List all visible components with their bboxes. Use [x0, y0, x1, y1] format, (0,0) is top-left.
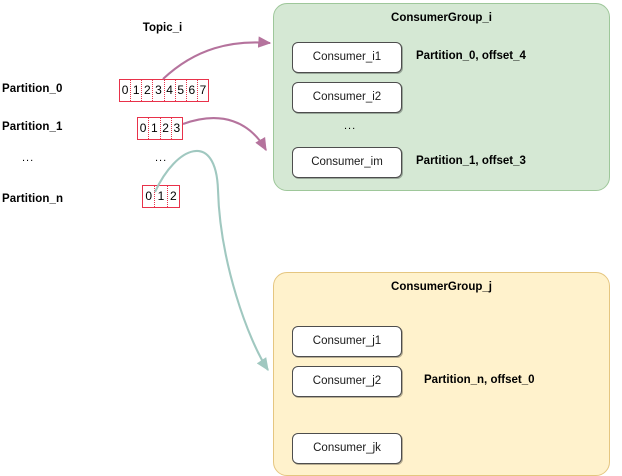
assignment-label-partition-n: Partition_n, offset_0 — [424, 374, 535, 386]
partition-strip-1: 0 1 2 3 — [137, 117, 183, 140]
consumer-box-i2[interactable]: Consumer_i2 — [292, 82, 402, 113]
partition-cell: 2 — [161, 118, 172, 139]
partition-label-n: Partition_n — [2, 193, 64, 205]
partition-strip-ellipsis: ... — [155, 152, 168, 164]
partition-cell: 7 — [199, 83, 207, 97]
partition-cell: 1 — [155, 186, 168, 207]
consumer-box-i1[interactable]: Consumer_i1 — [292, 42, 402, 73]
partition-strip-n: 0 1 2 — [142, 185, 180, 208]
assignment-label-partition-1: Partition_1, offset_3 — [416, 155, 526, 167]
partition-cell: 2 — [169, 189, 177, 203]
partition-strip-0: 0 1 2 3 4 5 6 7 — [119, 79, 209, 102]
partition-label-1: Partition_1 — [2, 121, 63, 133]
partition-cell: 0 — [120, 80, 132, 101]
topic-title: Topic_i — [142, 22, 183, 34]
consumer-box-j2[interactable]: Consumer_j2 — [292, 366, 402, 397]
assignment-label-partition-0: Partition_0, offset_4 — [416, 50, 526, 62]
consumer-group-j-title: ConsumerGroup_j — [391, 281, 492, 293]
arrow-partition0-to-consumer-i1 — [162, 36, 272, 80]
partition-label-ellipsis: ... — [22, 152, 35, 164]
arrow-partitionn-to-consumer-j2 — [154, 149, 269, 372]
arrow-partition1-to-consumer-im — [182, 117, 267, 152]
consumer-group-j: ConsumerGroup_j Consumer_j1 Consumer_j2 … — [273, 272, 610, 476]
consumer-group-i-ellipsis: ... — [344, 120, 357, 132]
partition-cell: 6 — [187, 80, 198, 101]
partition-cell: 1 — [131, 80, 143, 101]
consumer-box-jk[interactable]: Consumer_jk — [292, 433, 402, 464]
partition-label-0: Partition_0 — [2, 83, 63, 95]
consumer-group-i: ConsumerGroup_i Consumer_i1 Consumer_i2 … — [273, 3, 610, 191]
consumer-box-im[interactable]: Consumer_im — [292, 147, 402, 178]
partition-cell: 0 — [143, 186, 156, 207]
partition-cell: 1 — [149, 118, 161, 139]
partition-cell: 5 — [176, 80, 187, 101]
consumer-group-i-title: ConsumerGroup_i — [391, 12, 492, 24]
partition-cell: 2 — [142, 80, 154, 101]
partition-cell: 4 — [165, 80, 176, 101]
partition-cell: 0 — [138, 118, 150, 139]
partition-cell: 3 — [173, 121, 181, 135]
consumer-box-j1[interactable]: Consumer_j1 — [292, 326, 402, 357]
partition-cell: 3 — [153, 80, 165, 101]
